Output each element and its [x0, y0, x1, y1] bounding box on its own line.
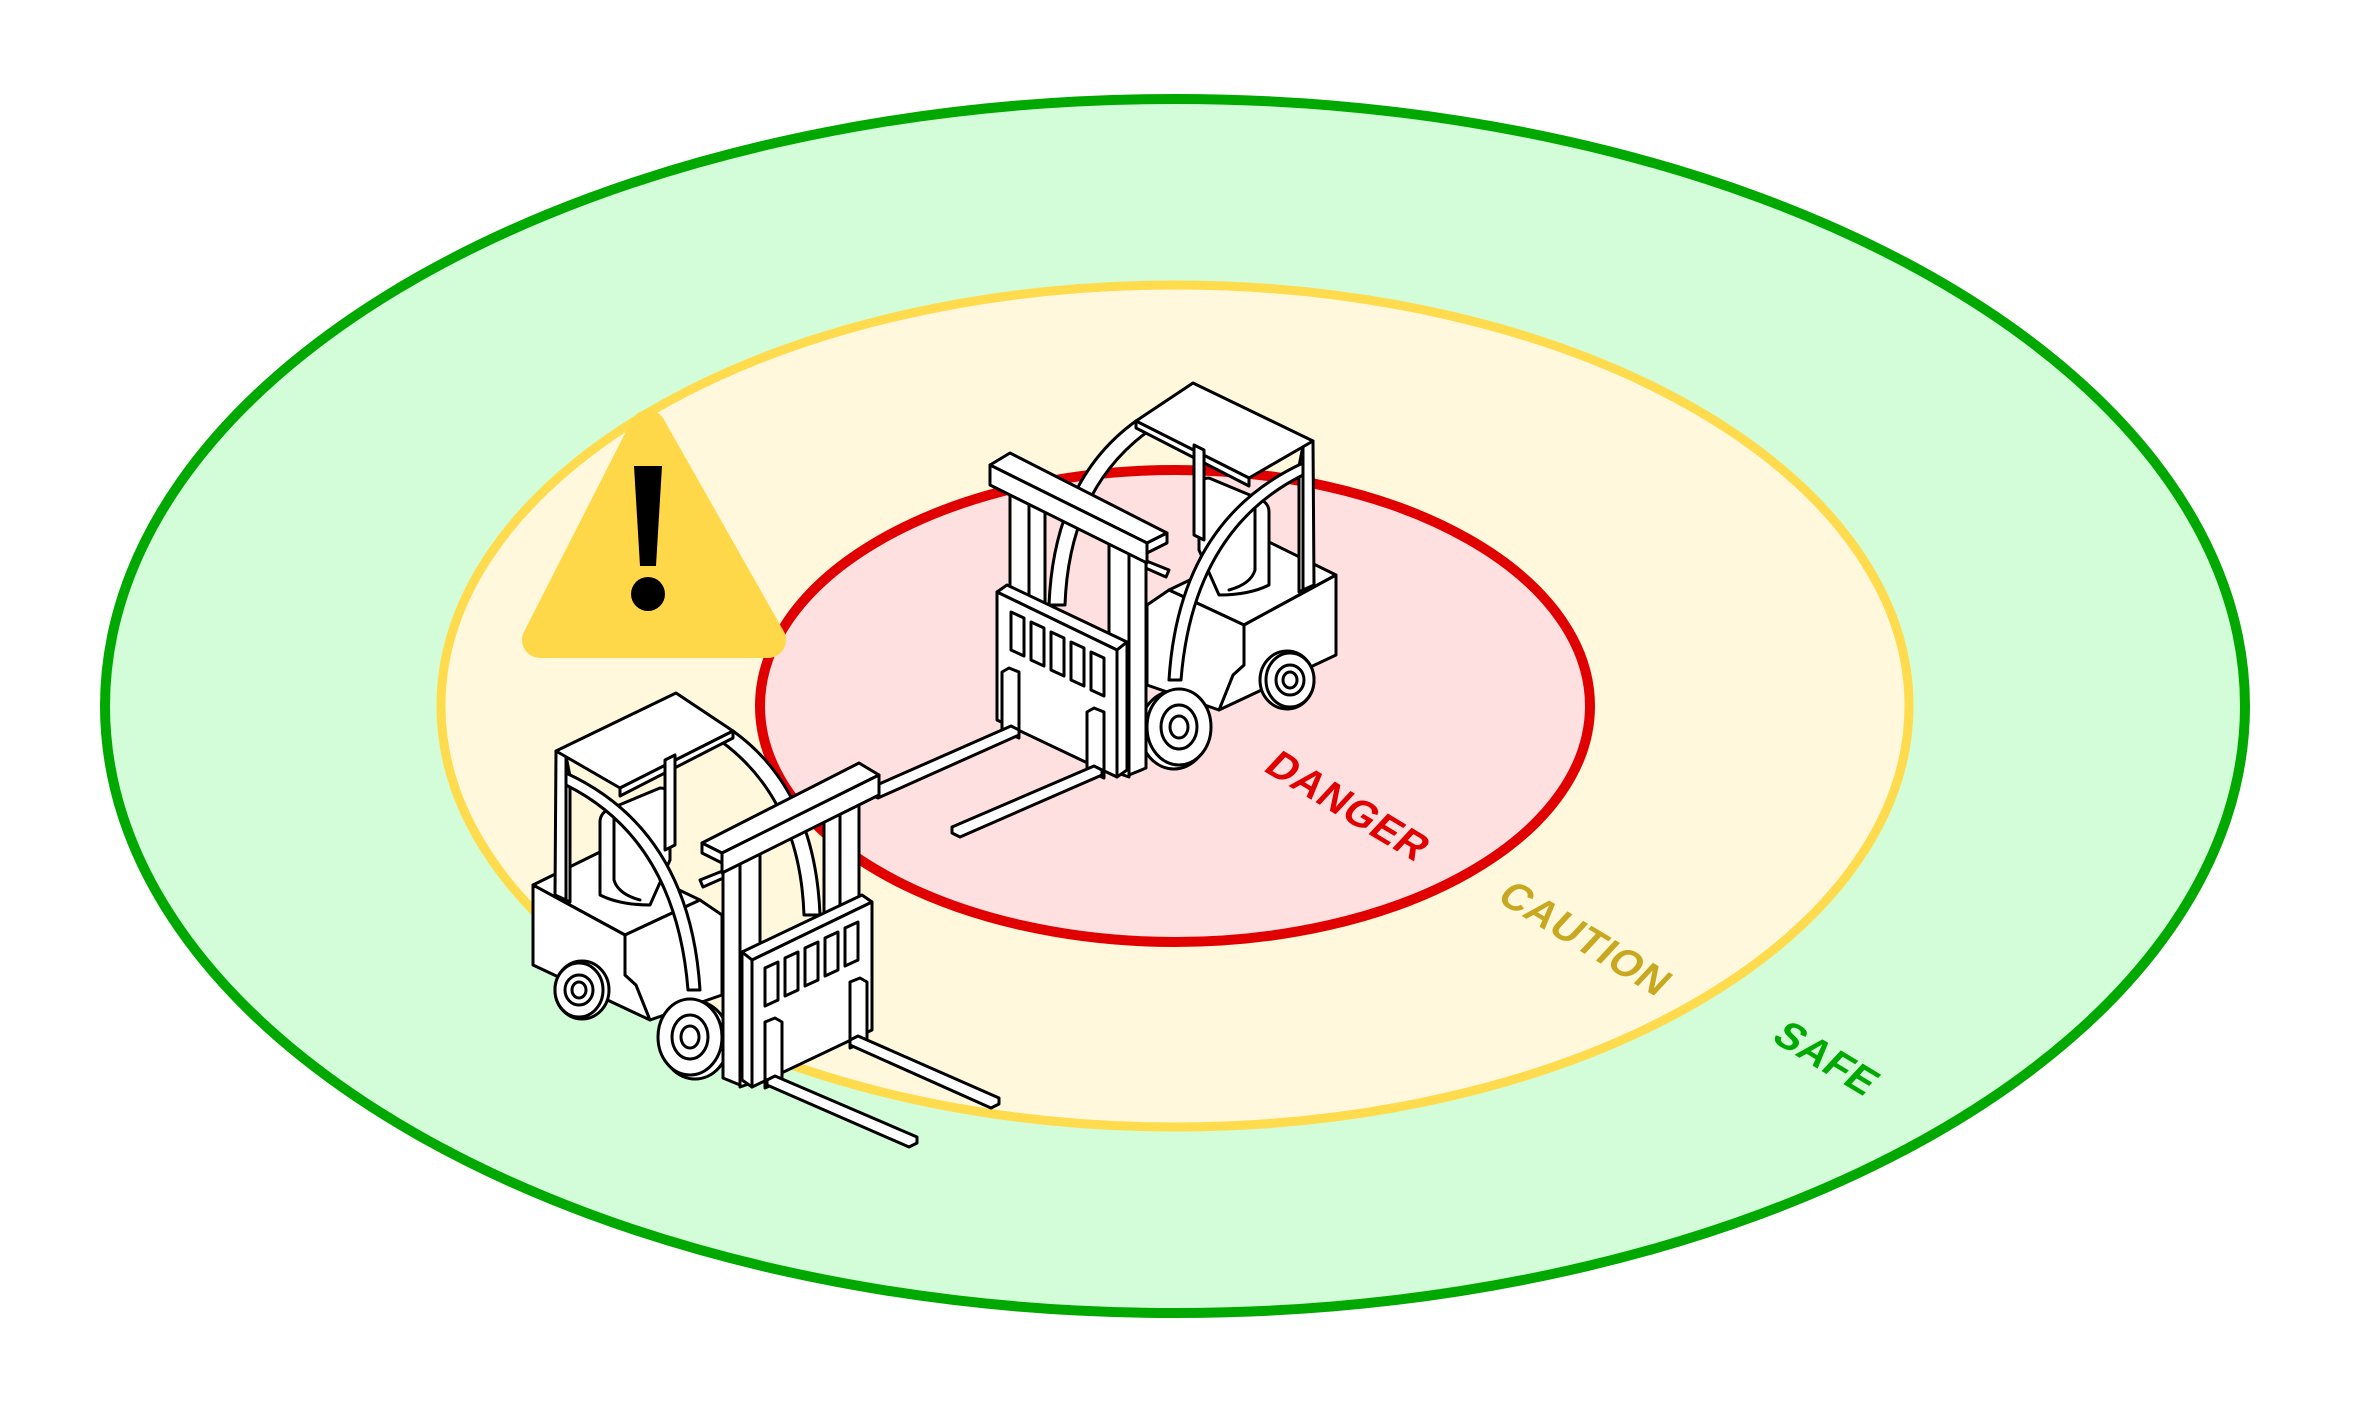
exclamation-mark-icon — [634, 466, 662, 566]
exclamation-dot — [631, 577, 665, 611]
warning-triangle-icon — [522, 410, 786, 658]
